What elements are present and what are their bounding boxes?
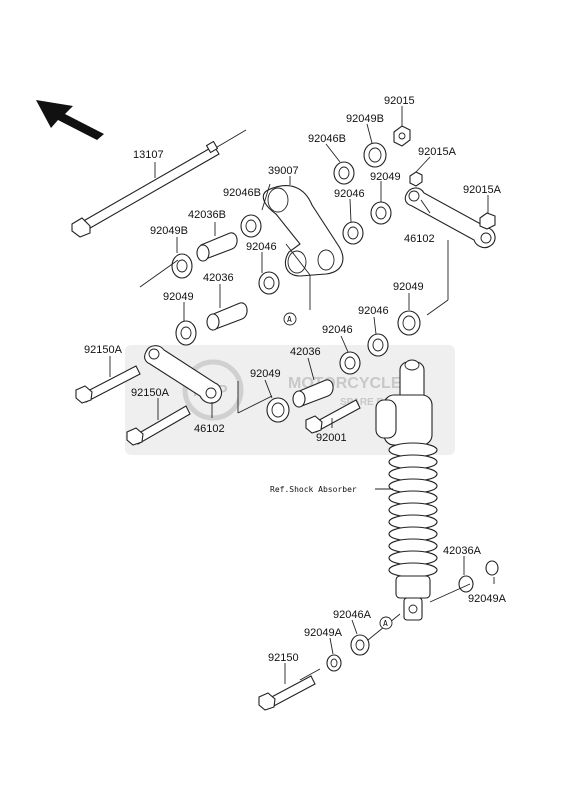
label-92046A: 92046A (333, 609, 372, 621)
label-92049A: 92049A (304, 627, 343, 639)
label-ref-shock-absorber: Ref.Shock Absorber (270, 485, 357, 494)
label-92046: 92046 (246, 241, 277, 253)
callout-a-1: A (283, 312, 297, 326)
pivot-shaft-13107 (71, 129, 247, 238)
label-92046B: 92046B (308, 133, 346, 145)
label-92015: 92015 (384, 95, 415, 107)
callout-a-label: A (383, 619, 388, 628)
label-42036A: 42036A (443, 545, 482, 557)
label-92049B: 92049B (150, 225, 188, 237)
label-92015A: 92015A (418, 146, 457, 158)
label-92049: 92049 (250, 368, 281, 380)
label-92049A: 92049A (468, 593, 507, 605)
label-92150A: 92150A (84, 344, 123, 356)
label-92046: 92046 (334, 188, 365, 200)
label-42036: 42036 (203, 272, 234, 284)
front-direction-arrow-icon (36, 100, 104, 140)
callout-a-label: A (287, 315, 292, 324)
label-46102: 46102 (404, 233, 435, 245)
label-92049: 92049 (393, 281, 424, 293)
label-92049: 92049 (370, 171, 401, 183)
label-92049B: 92049B (346, 113, 384, 125)
watermark: MSP MOTORCYCLE SPARE PARTS (125, 345, 455, 455)
label-46102: 46102 (194, 423, 225, 435)
part-labels: 92015 92049B 92046B 92015A 92015A 13107 … (84, 95, 507, 664)
shock-absorber (375, 359, 438, 621)
label-92150: 92150 (268, 652, 299, 664)
label-92046B: 92046B (223, 187, 261, 199)
label-42036: 42036 (290, 346, 321, 358)
callout-a-2: A (379, 616, 393, 630)
tie-rod-46102-right (404, 187, 496, 249)
label-92150A: 92150A (131, 387, 170, 399)
label-92015A: 92015A (463, 184, 502, 196)
label-92001: 92001 (316, 432, 347, 444)
label-92046: 92046 (322, 324, 353, 336)
tie-rod-46102-left (144, 345, 223, 404)
label-39007: 39007 (268, 165, 299, 177)
label-92046: 92046 (358, 305, 389, 317)
lower-parts (258, 560, 499, 711)
watermark-sub: SPARE PARTS (340, 397, 410, 408)
small-parts (75, 125, 496, 446)
shock-spring (388, 442, 438, 578)
rocker-arm-39007 (262, 185, 344, 277)
label-92049: 92049 (163, 291, 194, 303)
label-42036B: 42036B (188, 209, 226, 221)
label-13107: 13107 (133, 149, 164, 161)
leader-lines (109, 106, 495, 684)
